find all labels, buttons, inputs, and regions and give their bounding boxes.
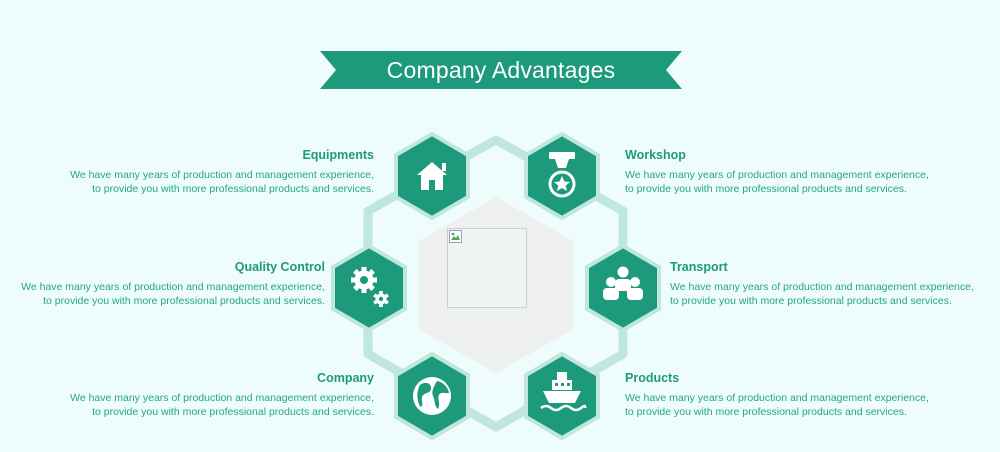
center-image-placeholder [447, 228, 527, 308]
quality-control-hex[interactable] [331, 243, 407, 333]
ribbon-shape [320, 51, 682, 89]
transport-desc-line1: We have many years of production and man… [670, 281, 974, 293]
company-hex[interactable] [394, 351, 470, 441]
workshop-block: Workshop We have many years of productio… [625, 148, 955, 196]
products-title: Products [625, 371, 680, 385]
equipments-block: Equipments We have many years of product… [0, 148, 374, 196]
company-block: Company We have many years of production… [0, 371, 374, 419]
workshop-desc-line1: We have many years of production and man… [625, 169, 929, 181]
workshop-hex[interactable] [524, 131, 600, 221]
products-hex[interactable] [524, 351, 600, 441]
page-title: Company Advantages [386, 57, 616, 83]
globe-icon [413, 377, 451, 415]
transport-desc-line2: to provide you with more professional pr… [670, 295, 952, 307]
transport-block: Transport We have many years of producti… [670, 260, 995, 308]
quality-control-title: Quality Control [234, 260, 325, 274]
equipments-desc-line2: to provide you with more professional pr… [92, 183, 374, 195]
products-desc-line2: to provide you with more professional pr… [625, 406, 907, 418]
products-block: Products We have many years of productio… [625, 371, 955, 419]
transport-title: Transport [670, 260, 728, 274]
quality-control-desc-line2: to provide you with more professional pr… [43, 295, 325, 307]
workshop-desc-line2: to provide you with more professional pr… [625, 183, 907, 195]
products-desc-line1: We have many years of production and man… [625, 392, 929, 404]
equipments-title: Equipments [302, 148, 374, 162]
company-desc-line1: We have many years of production and man… [70, 392, 374, 404]
company-desc-line2: to provide you with more professional pr… [92, 406, 374, 418]
gears-icon [351, 267, 389, 307]
transport-hex[interactable] [585, 243, 661, 333]
title-banner: Company Advantages [320, 51, 682, 89]
equipments-desc-line1: We have many years of production and man… [70, 169, 374, 181]
house-icon [417, 162, 447, 190]
quality-control-block: Quality Control We have many years of pr… [0, 260, 325, 308]
broken-image-icon [449, 230, 462, 243]
equipments-hex[interactable] [394, 131, 470, 221]
company-title: Company [317, 371, 374, 385]
medal-icon [548, 152, 576, 198]
ship-icon [540, 372, 587, 412]
people-group-icon [603, 266, 643, 300]
hexagon-ring [363, 135, 628, 432]
workshop-title: Workshop [625, 148, 686, 162]
quality-control-desc-line1: We have many years of production and man… [21, 281, 325, 293]
